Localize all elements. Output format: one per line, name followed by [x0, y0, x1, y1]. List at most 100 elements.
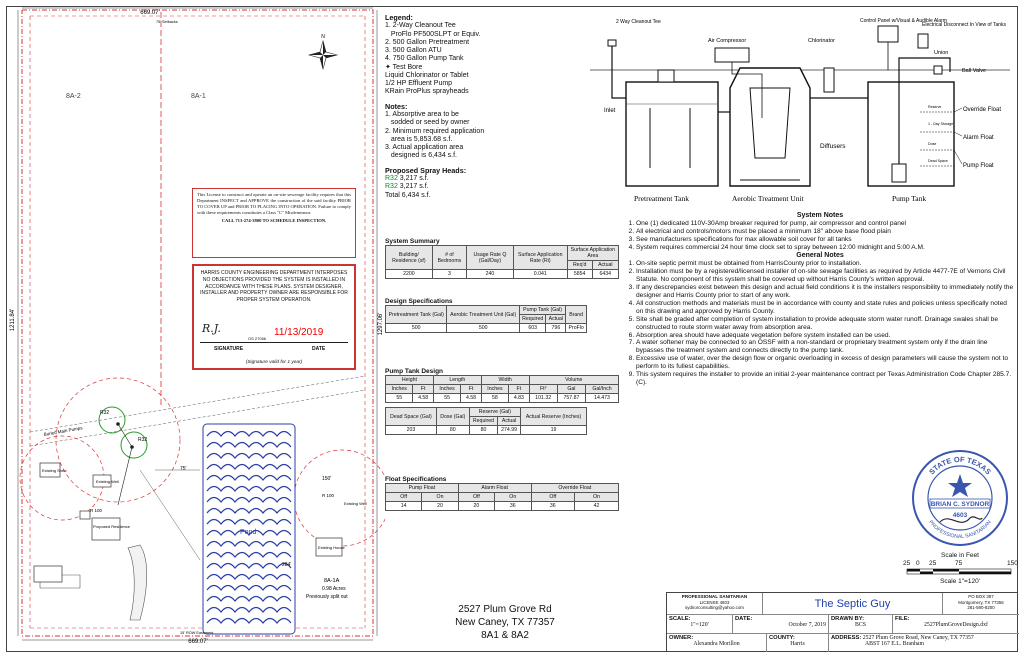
union-label: Union [934, 50, 948, 56]
dim-bottom: 669.07' [188, 639, 208, 645]
table-cell: On [494, 492, 532, 502]
owner-cell: OWNER: Alexandra Morillon [667, 634, 767, 652]
system-note: One (1) dedicated 110V-30Amp breaker req… [636, 220, 1016, 228]
wave-mark [206, 430, 292, 437]
table-cell: 101.32 [528, 393, 558, 403]
general-notes-title: General Notes [796, 252, 844, 260]
wave-mark [206, 540, 292, 547]
residence-label: Proposed Residence [93, 524, 131, 529]
approval-body: HARRIS COUNTY ENGINEERING DEPARTMENT INT… [200, 270, 348, 303]
general-note: Site shall be graded after completion of… [636, 316, 1016, 332]
row-label: 15' ROW Easement [180, 631, 214, 635]
legend-note: area is 5,853.68 s.f. [385, 135, 453, 143]
scale-tick: 25 [903, 560, 911, 567]
table-cell: Actual [545, 314, 567, 324]
license-notice: This License to construct and operate an… [192, 188, 356, 258]
table-cell: 55 [432, 393, 462, 403]
company-address: PO BOX 397 Montgomery, TX 77356 281-590-… [943, 593, 1019, 615]
wave-mark [206, 529, 292, 536]
legend-item: 2. 500 Gallon Pretreatment [385, 38, 470, 46]
title-block: PROFESSIONAL SANITARIAN LICENSE 4603 syd… [666, 592, 1019, 652]
address-cell: ADDRESS: 2527 Plum Grove Road, New Caney… [831, 635, 974, 647]
design-specs: Design Specifications Pretreatment Tank … [384, 298, 587, 333]
aerobic-label: Aerobic Treatment Unit [732, 194, 805, 203]
dead-space-label: Dead Space [928, 159, 948, 163]
general-note: Installation must be by a registered/lic… [636, 268, 1016, 284]
table-cell: Required [518, 314, 547, 324]
table-cell: Dead Space (Gal) [385, 407, 437, 426]
table-cell: 796 [545, 323, 567, 333]
pump-tank-label: Pump Tank [892, 194, 926, 203]
table-cell: 203 [385, 425, 437, 435]
table-cell: On [421, 492, 459, 502]
table-cell: 4.83 [508, 393, 530, 403]
table-cell: Required [468, 416, 499, 426]
table-cell: Gal/Inch [585, 384, 619, 394]
table-cell: Ft [508, 384, 530, 394]
table-cell: Height [385, 375, 434, 385]
scale-cell: SCALE: 1"=120' [667, 615, 733, 634]
scale-tick: 75 [955, 560, 963, 567]
table-cell: Pretreatment Tank (Gal) [384, 305, 448, 324]
lot-label-8a1: 8A-1 [191, 93, 206, 100]
table-cell: Pump Tank (Gal) [518, 305, 567, 315]
wave-mark [206, 463, 292, 470]
override-float-label: Override Float [963, 107, 1001, 113]
legend-item: KRain ProPlus sprayheads [385, 88, 469, 96]
table-cell: Off [530, 492, 576, 502]
scale-tick: 150 [1007, 560, 1018, 567]
dim-right: 1297.06' [378, 313, 384, 336]
existing-shed [39, 462, 61, 478]
table-cell: Pump Float [385, 483, 459, 493]
setback-label: R 100 [90, 508, 103, 513]
table-cell: Dose (Gal) [435, 407, 470, 426]
table-cell: 14 [384, 501, 423, 511]
legend-item: ✦ Test Bore [385, 63, 423, 71]
existing-house [315, 537, 343, 557]
table-cell: Width [480, 375, 530, 385]
pretreatment-label: Pretreatment Tank [634, 194, 689, 203]
site-plan: N 8A-2 8A-1 8A-1A 0.98 Acres Previously … [10, 7, 385, 645]
sanitarian-info: PROFESSIONAL SANITARIAN LICENSE 4603 syd… [667, 593, 763, 615]
company-name: The Septic Guy [763, 593, 943, 615]
general-note: All construction methods and materials m… [636, 300, 1016, 316]
proposed-residence [91, 517, 121, 541]
drawing-sheet [6, 6, 1018, 652]
table-cell: 14.473 [585, 393, 619, 403]
table-cell: 500 [446, 323, 520, 333]
alarm-float-label: Alarm Float [963, 135, 994, 141]
lot-note: Previously split out [306, 594, 348, 600]
table-cell: Ft³ [528, 384, 558, 394]
legend-item: 4. 750 Gallon Pump Tank [385, 55, 464, 63]
table-cell: 4.58 [412, 393, 434, 403]
legend-item: 1. 2-Way Cleanout Tee [385, 22, 456, 30]
approval-valid: (Signature valid for 1 year) [245, 360, 303, 365]
table-cell: 20 [421, 501, 459, 511]
table-row: Dead Space (Gal)Dose (Gal)Reserve (Gal)A… [385, 407, 587, 426]
legend: Legend: 1. 2-Way Cleanout Tee ProFlo PF5… [385, 13, 565, 200]
scale-label: Scale 1"=120' [940, 578, 980, 585]
table-cell: 42 [574, 501, 619, 511]
wave-mark [206, 496, 292, 503]
well-label: Existing Well [96, 479, 119, 484]
scale-graphic [906, 568, 1012, 575]
table-cell: Usage Rate Q (Gal/Day) [466, 245, 514, 270]
table-cell: Actual [497, 416, 521, 426]
pump-tank [867, 81, 955, 187]
pretreatment-tank [625, 81, 719, 187]
scale-title: Scale in Feet [941, 552, 979, 559]
wave-mark [206, 441, 292, 448]
table-cell: Ft [412, 384, 434, 394]
north-arrow-icon: N [307, 34, 339, 71]
dim-left: 1211.84' [10, 309, 16, 331]
table-cell: Surface Application Rate (Ri) [512, 245, 568, 270]
table-cell: 0.041 [512, 269, 568, 279]
system-note: See manufacturers specifications for max… [636, 236, 1016, 244]
wave-mark [206, 485, 292, 492]
